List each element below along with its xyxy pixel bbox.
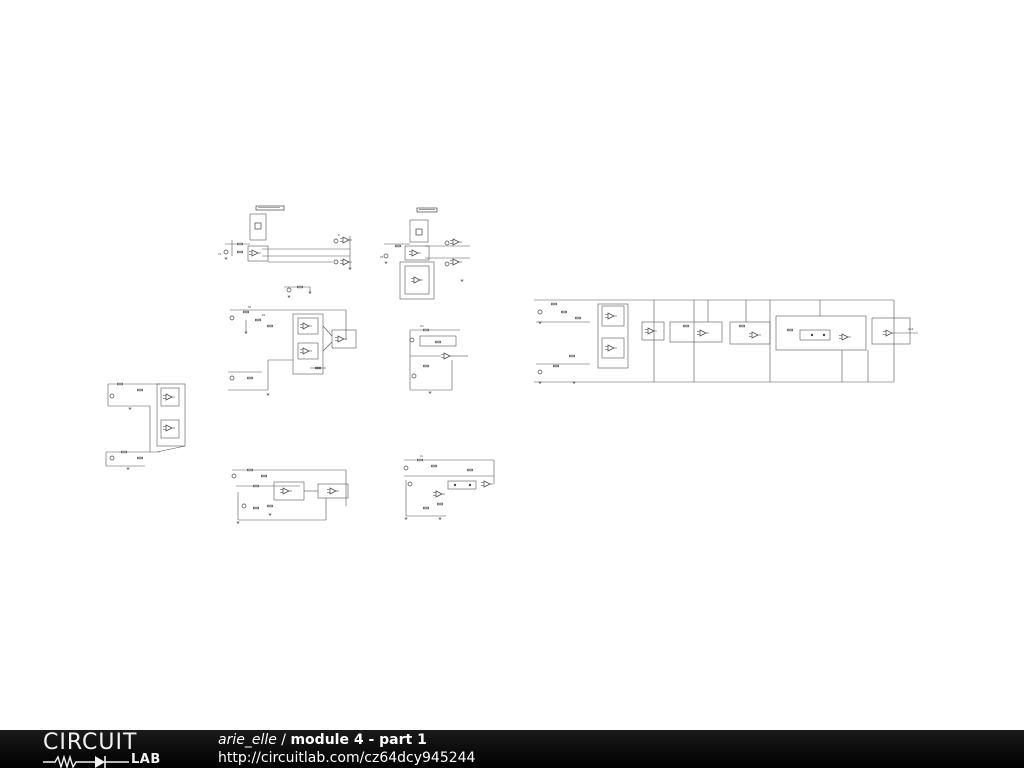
circuit-block-c[interactable]: R1 R2 xyxy=(228,306,357,396)
circuit-block-f[interactable] xyxy=(231,468,349,524)
logo-bottom-row: LAB xyxy=(43,752,178,770)
svg-text:R1: R1 xyxy=(248,306,252,309)
logo-wordmark-circuit: CIRCUIT xyxy=(43,730,138,755)
circuit-block-b[interactable]: V2 xyxy=(380,207,470,300)
circuit-block-d[interactable] xyxy=(105,382,186,470)
reference-source[interactable] xyxy=(284,285,312,298)
svg-text:R2: R2 xyxy=(262,314,266,317)
circuitlab-logo[interactable]: CIRCUIT LAB xyxy=(43,730,178,770)
schematic-drawing: V1 R V2 xyxy=(105,205,918,524)
title-separator: / xyxy=(276,732,291,748)
circuit-url-link[interactable]: http://circuitlab.com/cz64dcy945244 xyxy=(218,750,476,766)
circuit-block-h[interactable]: Vout xyxy=(534,299,918,384)
circuit-block-e[interactable]: Vin xyxy=(409,325,468,394)
circuit-block-g[interactable]: Vs xyxy=(403,455,495,520)
logo-wordmark-lab: LAB xyxy=(131,752,161,767)
svg-text:Vout: Vout xyxy=(908,328,913,331)
svg-text:Vs: Vs xyxy=(420,455,424,458)
circuit-title: arie_elle / module 4 - part 1 xyxy=(218,732,427,749)
svg-text:Vin: Vin xyxy=(420,325,424,328)
author-link[interactable]: arie_elle xyxy=(218,732,277,748)
svg-text:V1: V1 xyxy=(218,253,222,256)
circuit-name[interactable]: module 4 - part 1 xyxy=(290,732,427,748)
schematic-canvas[interactable]: V1 R V2 xyxy=(0,0,1024,730)
resistor-diode-waveform-icon xyxy=(43,754,129,770)
footer-bar: CIRCUIT LAB arie_elle / module 4 - part … xyxy=(0,730,1024,770)
circuit-block-a[interactable]: V1 R xyxy=(218,205,353,270)
svg-text:V2: V2 xyxy=(380,256,384,259)
svg-text:R: R xyxy=(338,234,340,237)
